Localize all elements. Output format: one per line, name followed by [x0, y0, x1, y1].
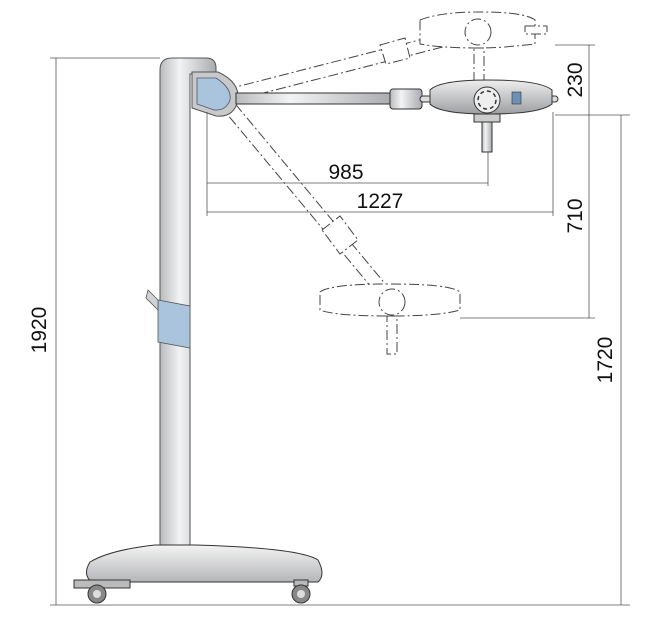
- mobile-base: [73, 544, 323, 604]
- dim-arm-height: 1720: [594, 337, 617, 384]
- dimension-lines: [50, 44, 630, 606]
- dim-total-height: 1920: [28, 307, 51, 354]
- upper-arm-position: [231, 11, 548, 101]
- dim-upper-travel: 230: [564, 62, 587, 97]
- dim-lower-travel: 710: [564, 198, 587, 233]
- dim-reach-short: 985: [328, 161, 363, 184]
- lower-arm-position: [221, 99, 461, 355]
- column: [145, 57, 217, 546]
- dim-reach-long: 1227: [357, 190, 404, 213]
- column-band: [157, 299, 191, 349]
- main-arm: [235, 79, 559, 153]
